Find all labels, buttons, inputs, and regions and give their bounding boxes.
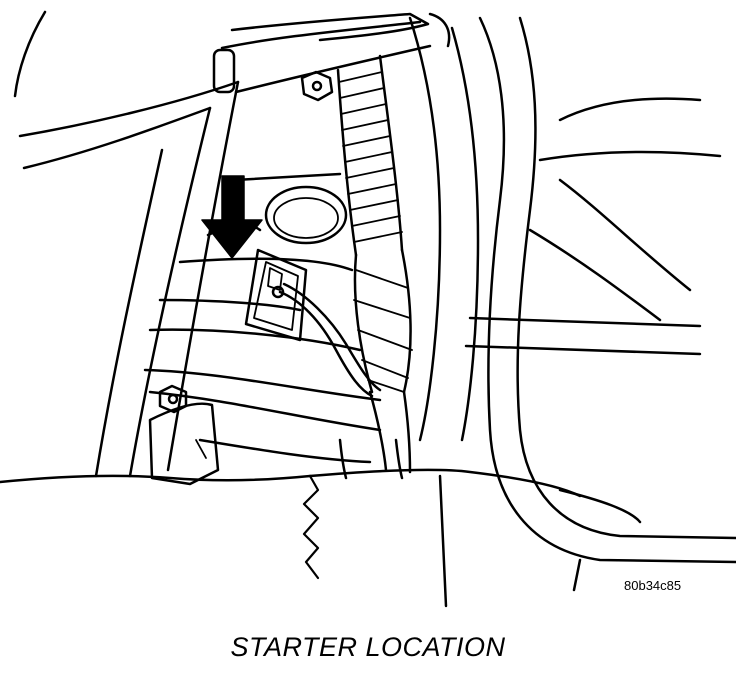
figure-id-label: 80b34c85 (624, 578, 682, 593)
upper-hose (214, 14, 449, 92)
lower-bracket (150, 386, 218, 484)
wiring-loom (338, 56, 412, 472)
upper-bolt (302, 72, 332, 100)
lower-hose (340, 440, 402, 478)
frame-rail (410, 18, 736, 562)
arrow-down-icon (202, 176, 262, 258)
starter-housing (145, 174, 380, 462)
lower-panel (0, 470, 580, 606)
figure-caption: STARTER LOCATION (230, 632, 506, 662)
fender-panel (15, 12, 428, 476)
starter-connector (246, 250, 380, 396)
